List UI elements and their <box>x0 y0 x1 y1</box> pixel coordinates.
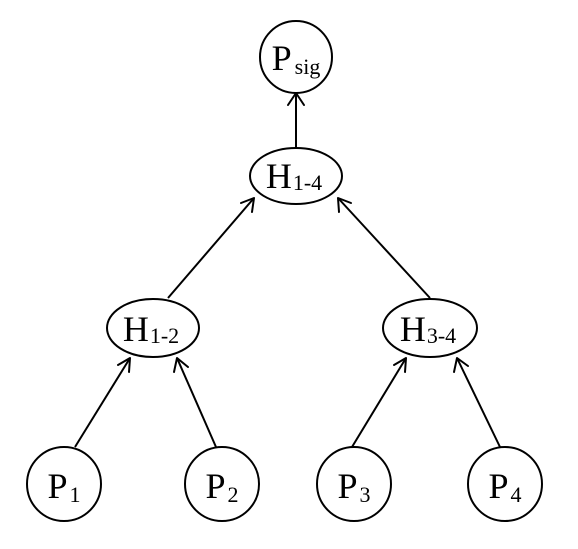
node-p-1: P1 <box>26 446 102 522</box>
node-h-3-4: H3-4 <box>382 298 478 358</box>
edges <box>74 92 501 448</box>
arrowhead-h14-right <box>337 197 352 213</box>
node-p-3-label: P3 <box>337 466 370 507</box>
node-p-1-label: P1 <box>47 466 80 507</box>
node-p-2-shape <box>184 446 260 522</box>
arrowhead-h12-left <box>117 357 131 373</box>
arrowhead-h12-right <box>173 357 189 373</box>
edge-p4-to-h34 <box>456 357 501 448</box>
node-h-3-4-label: H3-4 <box>400 309 456 349</box>
edge-p3-to-h34 <box>351 357 407 448</box>
node-p-3: P3 <box>316 446 392 522</box>
node-h-1-4-label: H1-4 <box>266 156 322 196</box>
node-h-1-4-shape <box>249 147 343 205</box>
node-p-3-shape <box>316 446 392 522</box>
node-h-1-4: H1-4 <box>249 147 343 205</box>
arrowhead-h34-left <box>393 357 407 373</box>
node-h-1-2-label: H1-2 <box>123 309 179 349</box>
node-h-3-4-shape <box>382 298 478 358</box>
node-p-2-label: P2 <box>205 466 238 507</box>
node-p-sig-shape <box>259 20 333 94</box>
edge-h12-to-h14 <box>167 197 255 299</box>
edge-h34-to-h14 <box>337 197 431 299</box>
arrowhead-h14-left <box>240 197 255 213</box>
node-p-4-label: P4 <box>488 466 521 507</box>
node-p-4-shape <box>467 446 543 522</box>
node-p-1-shape <box>26 446 102 522</box>
node-h-1-2-shape <box>106 298 200 358</box>
node-p-4: P4 <box>467 446 543 522</box>
arrowhead-h34-right <box>453 357 469 373</box>
edge-p1-to-h12 <box>74 357 131 448</box>
node-p-2: P2 <box>184 446 260 522</box>
edge-p2-to-h12 <box>176 357 217 448</box>
node-h-1-2: H1-2 <box>106 298 200 358</box>
